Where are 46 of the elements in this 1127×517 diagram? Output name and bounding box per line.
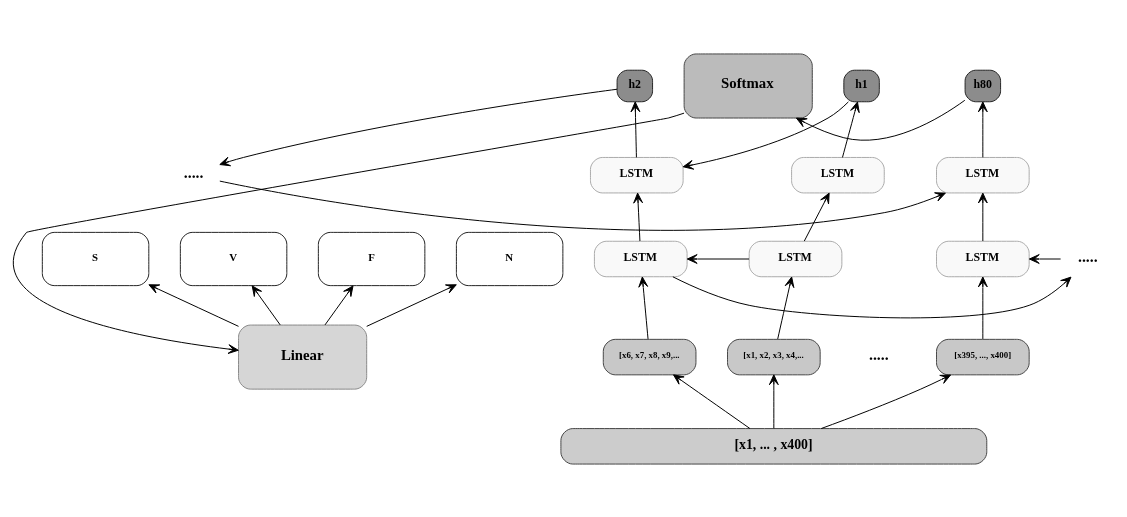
node-box: [x6, x7, x8, x9,... — [602, 338, 697, 375]
node-box: LSTM — [791, 156, 885, 193]
node-box: h80 — [964, 69, 1002, 102]
arrow — [251, 284, 281, 325]
node-box: LSTM — [748, 240, 843, 277]
label: ..... — [868, 345, 889, 363]
arrow — [686, 253, 750, 264]
node-box: [x395, ..., x400] — [936, 338, 1030, 375]
arrow — [1028, 253, 1062, 264]
node-box: V — [179, 231, 288, 286]
node-box: N — [455, 231, 564, 286]
node-box: LSTM — [936, 240, 1030, 277]
node-box: LSTM — [593, 240, 688, 277]
node-box: h1 — [843, 69, 880, 102]
arrow — [219, 180, 946, 231]
node-box: [x1, ... , x400] — [560, 427, 988, 465]
node-text: ..... — [183, 163, 204, 181]
arrow — [820, 373, 952, 429]
arrow — [842, 101, 860, 158]
node-box: Linear — [238, 324, 368, 390]
arrow — [977, 101, 988, 158]
arrow — [12, 112, 685, 354]
arrow — [777, 276, 795, 339]
arrow — [324, 284, 354, 325]
node-box: Softmax — [683, 52, 813, 118]
node-box: F — [317, 231, 426, 286]
arrow — [630, 101, 641, 158]
arrow — [219, 88, 618, 166]
arrow — [672, 275, 1072, 318]
node-box: h2 — [616, 69, 654, 102]
node-text: ..... — [1077, 247, 1098, 265]
arrow — [682, 100, 849, 170]
arrow — [638, 276, 649, 339]
node-box: LSTM — [936, 156, 1030, 193]
arrow — [977, 276, 988, 339]
node-box: LSTM — [589, 156, 684, 193]
arrow — [768, 373, 779, 429]
node-box: S — [41, 231, 150, 286]
arrow — [803, 192, 830, 242]
node-box: [x1, x2, x3, x4,... — [727, 338, 821, 375]
arrow — [148, 283, 239, 327]
arrow — [795, 99, 966, 141]
arrow — [366, 283, 457, 327]
arrow — [673, 373, 751, 429]
arrow — [977, 192, 988, 242]
arrow — [633, 192, 644, 242]
